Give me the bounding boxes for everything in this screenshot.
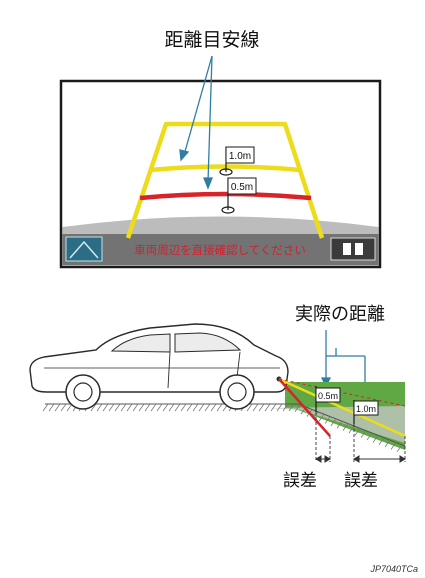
ground-hatch-mark — [192, 403, 199, 412]
distance-guide-line-1m — [149, 164, 301, 173]
ground-hatch-mark — [120, 403, 127, 412]
ground-hatch-mark — [162, 403, 169, 412]
ground-hatch-mark — [246, 403, 253, 412]
actual-marker-flag-1m — [353, 400, 379, 416]
ground-hatch-mark — [216, 403, 223, 412]
car-body — [29, 323, 289, 410]
ground-hatch-mark — [150, 403, 157, 412]
callout-arrow-right — [207, 55, 213, 183]
ground-hatch-mark — [264, 403, 271, 412]
ground-hatch-mark — [186, 403, 193, 412]
ground-hatch-mark — [180, 403, 187, 412]
ground-hatch-mark — [258, 403, 265, 412]
display-mode-button[interactable] — [330, 237, 376, 261]
callout-arrowhead-right — [203, 177, 213, 190]
ground-hatch-mark — [126, 403, 133, 412]
ground-hatch-mark — [342, 423, 349, 431]
callout-arrowhead-left — [179, 149, 190, 162]
actual-marker-flag-1m-label: 1.0m — [356, 404, 376, 414]
marker-flag-05m — [227, 177, 257, 195]
error-dimension-lines — [315, 412, 406, 462]
ground-hatch-mark — [354, 428, 361, 436]
vehicle-width-guide-line — [125, 121, 325, 239]
ground-hatch-mark — [390, 442, 397, 450]
ground-hatch-mark — [384, 439, 391, 448]
marker-base-05m — [221, 206, 235, 214]
ground-hatch-mark — [138, 403, 145, 412]
ground-hatch-mark — [396, 444, 403, 453]
actual-distance-label: 実際の距離 — [295, 304, 385, 325]
ground-hatch-mark — [330, 418, 337, 427]
ground-hatch-mark — [60, 403, 67, 412]
camera-sight-line-red — [278, 378, 331, 437]
error-dimension-arrows — [315, 455, 406, 463]
ground-hatch-mark — [144, 403, 151, 412]
figure-code: JP7040TCa — [369, 564, 418, 574]
rear-camera-screen-figure: 距離目安線 車両周辺を直接確認してください 1. — [59, 29, 382, 269]
ground-hatch-mark — [294, 404, 301, 413]
ground-hatch-mark — [324, 416, 331, 424]
ground-hatch-mark — [276, 403, 283, 412]
error-label-right: 誤差 — [344, 471, 378, 491]
ground-hatch-mark — [48, 403, 55, 412]
display-mode-icon-left — [343, 243, 351, 255]
ground-hatch-mark — [204, 403, 211, 412]
marker-flag-1m — [225, 146, 255, 164]
error-label-left: 誤差 — [283, 471, 317, 491]
ground-hatch-mark — [366, 432, 373, 441]
ground-hatch-mark — [96, 403, 103, 412]
display-mode-icon-right — [355, 243, 363, 255]
camera-view-icon-glyph — [69, 240, 99, 259]
ground-hatch-mark — [378, 437, 385, 445]
car-front-hub — [73, 382, 93, 402]
warning-bar — [62, 234, 379, 265]
ground-hatch-mark — [252, 403, 259, 412]
ground-hatch-mark — [372, 435, 379, 443]
ground-hatch-mark — [288, 403, 295, 412]
ground-hatch-mark — [336, 421, 343, 429]
ground-hatch-mark — [54, 403, 61, 412]
distance-guide-line-05m — [139, 191, 312, 201]
warning-text: 車両周辺を直接確認してください — [134, 243, 306, 257]
distance-guide-callout-arrows — [179, 55, 213, 190]
ground-hatch-mark — [42, 403, 49, 412]
distance-guide-line-label: 距離目安線 — [164, 29, 259, 51]
ground-hatch-marks — [42, 403, 403, 453]
ground-hatch-mark — [90, 403, 97, 412]
car-front-window — [110, 333, 171, 353]
ground-hatch-mark — [348, 425, 355, 434]
ground-hatch-mark — [114, 403, 121, 412]
ground-hatch-mark — [156, 403, 163, 412]
car-rear-window — [174, 332, 242, 353]
marker-flag-05m-label: 0.5m — [231, 182, 253, 193]
ground-hatch-mark — [174, 403, 181, 412]
side-view-figure: 実際の距離 — [29, 304, 406, 491]
actual-marker-flag-05m — [315, 387, 341, 403]
ground-hatch-mark — [108, 403, 115, 412]
ground-hatch-mark — [198, 403, 205, 412]
ground-hatch-mark — [282, 403, 289, 412]
ground-hatch-mark — [270, 403, 277, 412]
actual-marker-flag-05m-label: 0.5m — [318, 391, 338, 401]
ground-hatch-mark — [210, 403, 217, 412]
marker-flag-1m-label: 1.0m — [229, 151, 251, 162]
car-door-line — [167, 351, 171, 389]
ground-hatch-mark — [168, 403, 175, 412]
callout-arrow-left — [183, 55, 213, 156]
ground-hatch-mark — [318, 413, 325, 422]
ground-hatch-mark — [132, 403, 139, 412]
marker-base-1m — [219, 168, 233, 176]
ground-hatch-mark — [360, 430, 367, 438]
ground-hatch-mark — [102, 403, 109, 412]
camera-sight-line-yellow — [278, 377, 406, 438]
car-rear-hub — [227, 382, 247, 402]
